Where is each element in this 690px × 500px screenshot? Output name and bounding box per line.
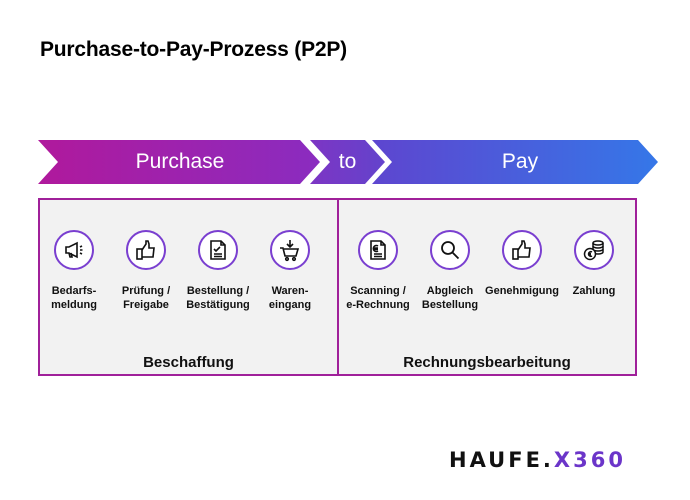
coins-icon xyxy=(574,230,614,270)
step-bedarfsmeldung: Bedarfs-meldung xyxy=(32,230,116,312)
thumbs-up-icon xyxy=(126,230,166,270)
shopping-cart-icon xyxy=(270,230,310,270)
document-check-icon xyxy=(198,230,238,270)
thumbs-up-icon xyxy=(502,230,542,270)
pay-label: Pay xyxy=(501,150,539,173)
to-arrow xyxy=(310,140,385,184)
step-label: Zahlung xyxy=(572,285,616,297)
magnifier-icon xyxy=(430,230,470,270)
step-label: Bedarfs-meldung xyxy=(51,285,97,311)
invoice-processing-caption: Rechnungsbearbeitung xyxy=(403,354,571,371)
to-label: to xyxy=(338,150,357,173)
procurement-caption: Beschaffung xyxy=(143,354,234,371)
step-pruefung-freigabe: Prüfung /Freigabe xyxy=(104,230,188,312)
invoice-processing-panel xyxy=(337,198,637,376)
purchase-arrow xyxy=(38,140,320,184)
step-label: Prüfung /Freigabe xyxy=(121,285,171,311)
step-scanning-e-rechnung: Scanning /e-Rechnung xyxy=(336,230,420,312)
step-bestellung-bestaetigung: Bestellung /Bestätigung xyxy=(176,230,260,312)
step-label: Waren-eingang xyxy=(268,285,312,311)
megaphone-icon xyxy=(54,230,94,270)
step-label: Scanning /e-Rechnung xyxy=(346,285,410,311)
euro-document-icon xyxy=(358,230,398,270)
step-wareneingang: Waren-eingang xyxy=(248,230,332,312)
page-title: Purchase-to-Pay-Prozess (P2P) xyxy=(40,38,347,61)
step-label: Genehmigung xyxy=(485,285,559,297)
haufe-x360-logo: HAUFE.X360 xyxy=(449,448,626,472)
pay-arrow xyxy=(372,140,658,184)
step-label: Bestellung /Bestätigung xyxy=(186,285,250,311)
purchase-label: Purchase xyxy=(135,150,225,173)
step-genehmigung: Genehmigung xyxy=(480,230,564,298)
step-zahlung: Zahlung xyxy=(552,230,636,298)
